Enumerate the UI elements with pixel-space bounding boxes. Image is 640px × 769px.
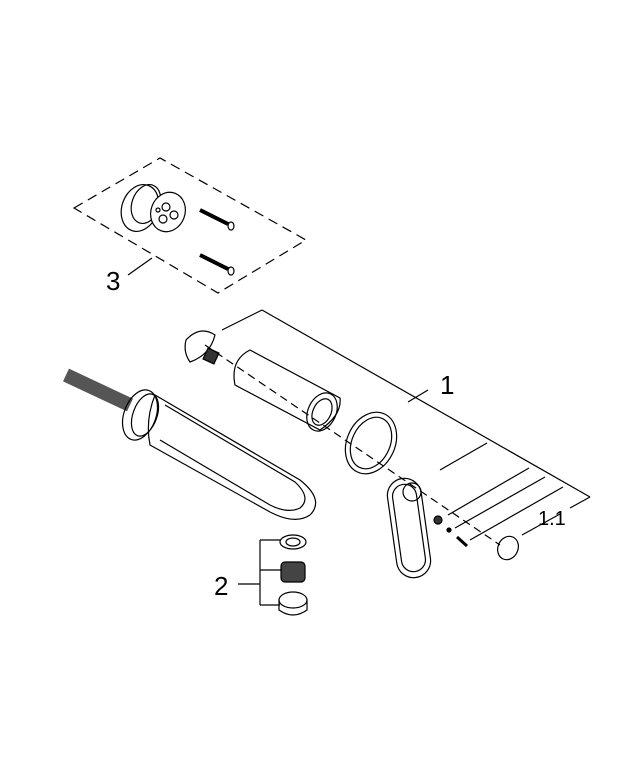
callout-1-1: 1.1	[538, 508, 566, 530]
part-1-bracket	[221, 309, 591, 541]
part-3-group	[72, 157, 308, 294]
spout	[63, 368, 317, 520]
callout-1: 1	[440, 370, 455, 400]
callout-2: 2	[214, 571, 229, 601]
part-1-components	[184, 330, 519, 579]
callout-3: 3	[106, 266, 121, 296]
part-2-aerator	[238, 534, 308, 616]
